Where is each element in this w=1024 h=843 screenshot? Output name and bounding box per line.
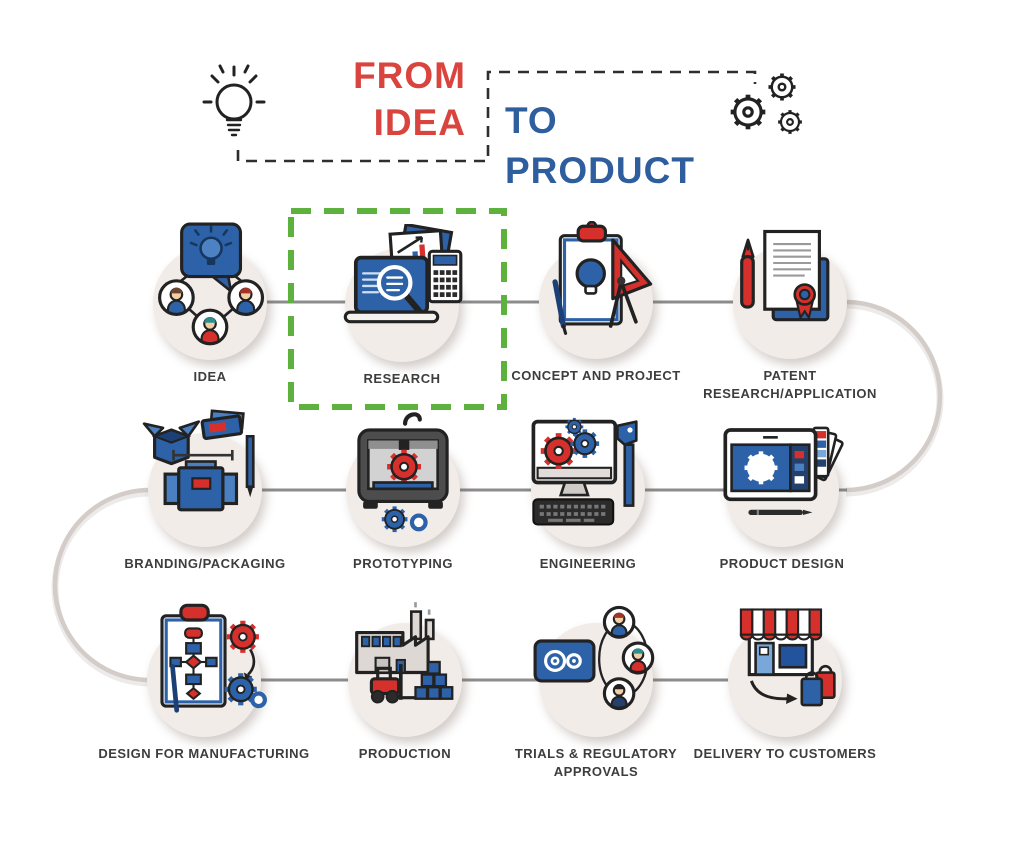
arc-right: [845, 299, 943, 493]
delivery-customers-icon: [739, 608, 836, 707]
flow-step-production: PRODUCTION: [348, 602, 462, 761]
step-label: PROTOTYPING: [353, 556, 453, 571]
concept-project-icon: [552, 221, 653, 335]
prototyping-icon: [357, 412, 449, 535]
title-to-product: TO PRODUCT: [505, 96, 695, 196]
idea-icon: [158, 222, 265, 346]
flow-step-engineering: ENGINEERING: [531, 416, 645, 571]
title-word-product: PRODUCT: [505, 150, 695, 191]
flow-step-prototyping: PROTOTYPING: [346, 412, 460, 571]
design-for-manufacturing-icon: [160, 603, 267, 713]
step-label: IDEA: [193, 369, 227, 384]
title-word-from: FROM: [353, 55, 466, 96]
flow-step-concept-and-project: CONCEPT AND PROJECT: [511, 221, 680, 383]
step-label: DELIVERY TO CUSTOMERS: [693, 746, 877, 761]
lightbulb-icon: [202, 64, 266, 137]
header-dashed-line: [236, 70, 757, 163]
step-label: CONCEPT AND PROJECT: [511, 368, 681, 383]
patent-icon: [740, 229, 830, 322]
branding-packaging-icon: [142, 409, 255, 512]
step-label: ENGINEERING: [539, 556, 637, 571]
step-label: TRIALS & REGULATORY APPROVALS: [514, 746, 678, 779]
flow-step-product-design: PRODUCT DESIGN: [720, 426, 844, 571]
product-design-icon: [723, 426, 844, 516]
flow-step-research: RESEARCH: [343, 224, 463, 386]
flow-step-idea: IDEA: [153, 222, 267, 384]
step-label: PATENT RESEARCH/APPLICATION: [703, 368, 877, 401]
title-word-to: TO: [505, 100, 558, 141]
step-label: PRODUCTION: [358, 746, 452, 761]
trials-approvals-icon: [533, 605, 655, 711]
step-label: PRODUCT DESIGN: [719, 556, 845, 571]
flow-step-patent-research-application: PATENT RESEARCH/APPLICATION: [703, 229, 876, 401]
flow-step-branding-packaging: BRANDING/PACKAGING: [124, 409, 285, 571]
arc-left: [52, 487, 151, 683]
flow-step-trials-regulatory-approvals: TRIALS & REGULATORY APPROVALS: [515, 605, 677, 779]
flow-step-design-for-manufacturing: DESIGN FOR MANUFACTURING: [98, 603, 309, 761]
flow-step-delivery-to-customers: DELIVERY TO CUSTOMERS: [694, 608, 876, 761]
production-icon: [355, 602, 454, 704]
step-label: DESIGN FOR MANUFACTURING: [98, 746, 310, 761]
step-label: BRANDING/PACKAGING: [124, 556, 286, 571]
gears-icon: [718, 71, 804, 136]
title-word-idea: IDEA: [373, 102, 466, 143]
engineering-icon: [531, 416, 638, 526]
research-icon: [343, 224, 463, 324]
title-from-idea: FROM IDEA: [270, 52, 466, 146]
